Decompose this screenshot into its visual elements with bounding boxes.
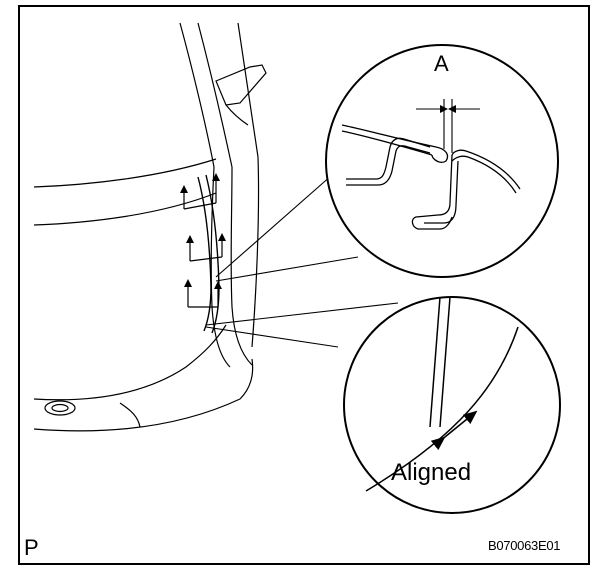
pull-arrows: [180, 173, 226, 307]
up-arrow-icon: [186, 233, 226, 261]
up-arrow-icon: [184, 279, 222, 307]
detail-view-aligned: [344, 297, 560, 513]
detail-view-label: A: [434, 51, 449, 76]
vehicle-body-outline: [34, 23, 266, 431]
detail-view-a: [326, 45, 558, 277]
gap-dimension-icon: [416, 99, 480, 153]
up-arrow-icon: [180, 173, 220, 209]
aligned-label: Aligned: [391, 459, 472, 486]
callout-leaders: [206, 175, 398, 347]
corner-label: P: [24, 535, 39, 560]
illustration-frame: A Aligned P B070063E01: [18, 5, 590, 565]
vehicle-diagram: [20, 7, 590, 565]
illustration-code: B070063E01: [488, 538, 561, 553]
double-headed-arrow-icon: [430, 410, 478, 451]
